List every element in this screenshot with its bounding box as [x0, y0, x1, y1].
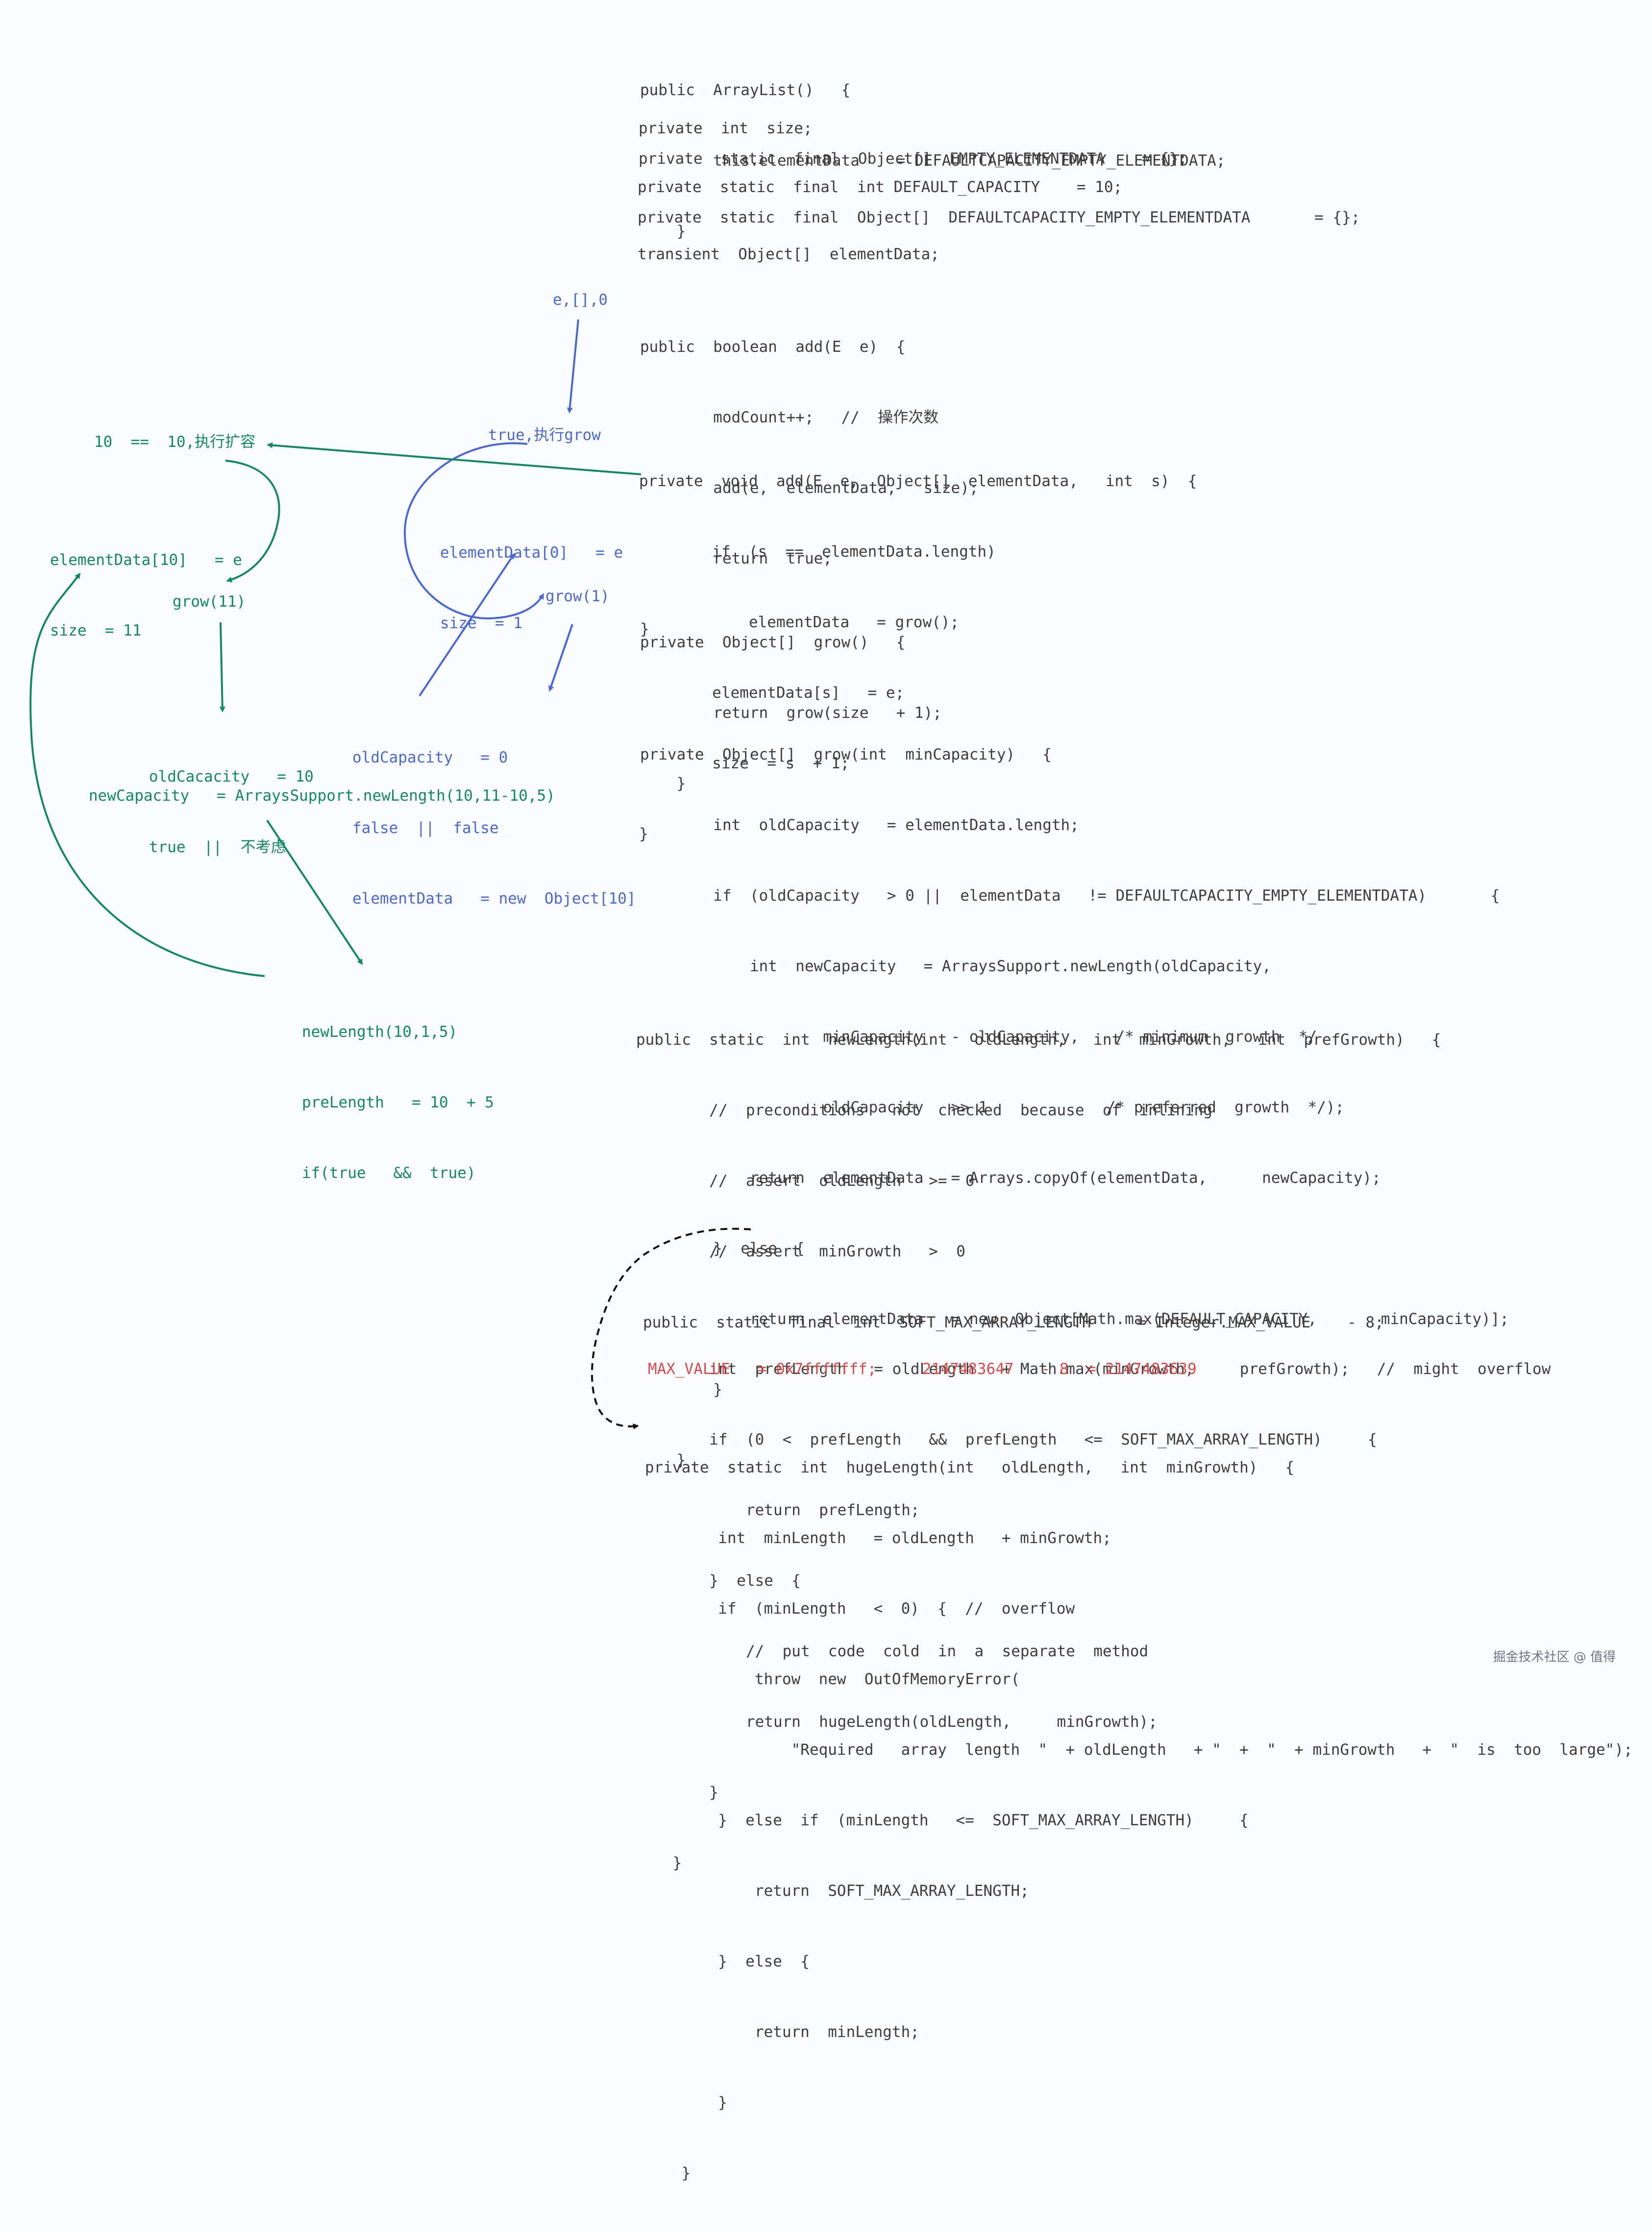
- annotation-first-old-capacity: oldCapacity = 0 false || false elementDa…: [352, 699, 636, 957]
- code-line: private Object[] grow() {: [640, 634, 906, 651]
- code-line: private void add(E e, Object[] elementDa…: [639, 472, 1197, 490]
- code-line: minCapacity - oldCapacity, /* minimum gr…: [640, 1028, 1317, 1046]
- code-line: elementData[s] = e;: [639, 684, 905, 702]
- code-line: if (0 < prefLength && prefLength <= SOFT…: [636, 1431, 1377, 1448]
- code-line-field-elementdata: transient Object[] elementData;: [638, 245, 939, 263]
- code-line: } else {: [645, 1953, 810, 1970]
- code-line: return true;: [640, 550, 832, 567]
- watermark: 掘金技术社区 @ 值得: [1493, 1650, 1616, 1665]
- code-block-huge-length: private static int hugeLength(int oldLen…: [645, 1409, 1633, 2232]
- code-line: this.elementData = DEFAULTCAPACITY_EMPTY…: [640, 152, 1226, 170]
- blue-arrow-args-to-true-grow: [567, 319, 579, 414]
- code-line: return prefLength;: [636, 1501, 920, 1519]
- annotation-line: newLength(10,1,5): [302, 1023, 458, 1041]
- code-line: return elementData = Arrays.copyOf(eleme…: [640, 1169, 1381, 1187]
- code-line: elementData = grow();: [639, 613, 960, 631]
- code-block-add-public: public boolean add(E e) { modCount++; //…: [640, 288, 979, 688]
- code-line-field-size: private int size;: [639, 120, 813, 137]
- code-line: } else {: [636, 1572, 801, 1590]
- code-line: }: [645, 2094, 727, 2111]
- annotation-new-length-call: newLength(10,1,5) preLength = 10 + 5 if(…: [302, 973, 494, 1232]
- code-line: return grow(size + 1);: [640, 704, 942, 722]
- code-line: "Required array length " + oldLength + "…: [645, 1741, 1633, 1759]
- annotation-line: elementData[0] = e: [440, 544, 623, 562]
- code-block-constructor: public ArrayList() { this.elementData = …: [640, 31, 1225, 290]
- code-line-field-default-capacity: private static final int DEFAULT_CAPACIT…: [638, 178, 1123, 196]
- annotation-expand-condition: 10 == 10,执行扩容: [94, 433, 256, 451]
- code-line: int minLength = oldLength + minGrowth;: [645, 1529, 1111, 1547]
- annotation-line: true || 不考虑: [149, 838, 286, 856]
- code-line: size = s + 1;: [639, 755, 850, 772]
- code-line: private static int hugeLength(int oldLen…: [645, 1459, 1295, 1476]
- annotation-line: size = 1: [440, 614, 522, 632]
- code-line-field-defaultcapacity-empty: private static final Object[] DEFAULTCAP…: [638, 209, 1360, 226]
- code-line-field-empty-elementdata: private static final Object[] EMPTY_ELEM…: [639, 150, 1187, 168]
- annotation-line: size = 11: [50, 622, 142, 639]
- code-line: }: [640, 1451, 686, 1469]
- annotation-line: preLength = 10 + 5: [302, 1094, 494, 1111]
- code-block-add-private: private void add(E e, Object[] elementDa…: [639, 422, 1197, 893]
- code-line: return SOFT_MAX_ARRAY_LENGTH;: [645, 1882, 1029, 1900]
- annotation-first-add-args: e,[],0: [553, 291, 608, 309]
- annotation-true-grow: true,执行grow: [488, 426, 601, 444]
- code-line: // put code cold in a separate method: [636, 1643, 1149, 1660]
- code-line: throw new OutOfMemoryError(: [645, 1670, 1020, 1688]
- code-line: } else if (minLength <= SOFT_MAX_ARRAY_L…: [645, 1812, 1249, 1829]
- code-line: if (oldCapacity > 0 || elementData != DE…: [640, 887, 1500, 905]
- annotation-grow-11: grow(11): [173, 593, 246, 611]
- code-line: if (s == elementData.length): [639, 543, 996, 561]
- annotation-old-cacacity: oldCacacity = 10 true || 不考虑: [149, 718, 314, 906]
- code-line: add(e, elementData, size);: [640, 479, 979, 497]
- annotated-code-canvas: public ArrayList() { this.elementData = …: [29, 31, 1633, 2182]
- annotation-new-capacity: newCapacity = ArraysSupport.newLength(10…: [89, 787, 555, 805]
- code-line-soft-max: public static final int SOFT_MAX_ARRAY_L…: [643, 1314, 1384, 1331]
- green-arrow-add-to-expand: [267, 442, 641, 475]
- code-line: public boolean add(E e) {: [640, 338, 906, 356]
- code-line: public static int newLength(int oldLengt…: [636, 1031, 1441, 1049]
- code-line: return minLength;: [645, 2023, 919, 2041]
- code-line: private Object[] grow(int minCapacity) {: [640, 746, 1052, 763]
- code-line: public ArrayList() {: [640, 81, 851, 99]
- code-line: if (minLength < 0) { // overflow: [645, 1600, 1075, 1618]
- max-value-note: MAX_VALUE = 0x7fffffff; 2147483647 - 8 =…: [648, 1360, 1197, 1378]
- annotation-line: oldCapacity = 0: [352, 749, 508, 766]
- annotation-line: false || false: [352, 819, 499, 837]
- annotation-line: elementData[10] = e: [50, 551, 242, 569]
- code-line: int oldCapacity = elementData.length;: [640, 816, 1079, 834]
- code-line: }: [645, 2164, 691, 2182]
- code-line: }: [639, 825, 648, 843]
- annotation-line: elementData = new Object[10]: [352, 890, 636, 908]
- code-line: int prefLength = oldLength + Math.max(mi…: [636, 1360, 1551, 1378]
- code-line: // preconditions not checked because of …: [636, 1102, 1212, 1119]
- code-block-grow-no-arg: private Object[] grow() { return grow(si…: [640, 584, 942, 842]
- code-line: modCount++; // 操作次数: [640, 409, 939, 426]
- code-line: int newCapacity = ArraysSupport.newLengt…: [640, 957, 1271, 975]
- code-line: }: [640, 620, 649, 638]
- code-line: // assert oldLength >= 0: [636, 1172, 975, 1190]
- code-line: // assert minGrowth > 0: [636, 1243, 965, 1260]
- annotation-grow-1: grow(1): [545, 588, 610, 605]
- code-line: return elementData = new Object[Math.max…: [640, 1310, 1509, 1328]
- code-line: }: [640, 775, 686, 792]
- code-line: oldCapacity >> 1 /* preferred growth */)…: [640, 1099, 1345, 1116]
- code-line: }: [640, 222, 686, 240]
- annotation-line: if(true && true): [302, 1164, 476, 1182]
